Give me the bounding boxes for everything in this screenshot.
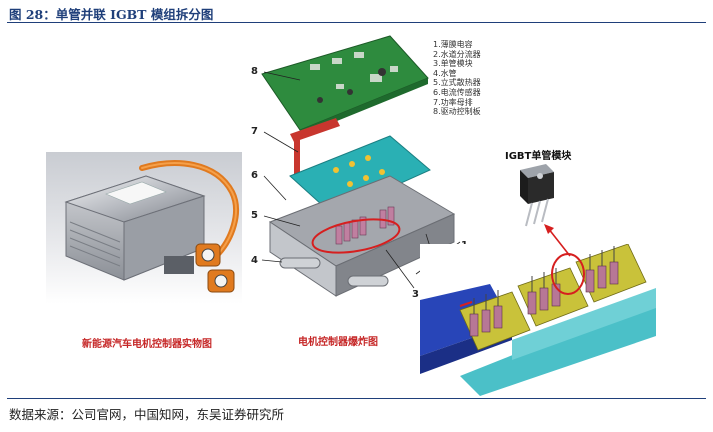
legend-item: 6.电流传感器 <box>433 87 481 97</box>
title-rule <box>7 22 706 23</box>
exploded-view <box>240 30 490 302</box>
component-legend: 1.薄膜电容 2.水道分流器 3.单管模块 4.水管 5.立式散热器 6.电流传… <box>433 40 481 117</box>
figure-title: 图 28：单管并联 IGBT 模组拆分图 <box>9 7 214 22</box>
legend-item: 8.驱动控制板 <box>433 107 481 117</box>
photo-caption: 新能源汽车电机控制器实物图 <box>82 339 212 350</box>
controller-photo <box>46 152 242 304</box>
legend-item: 3.单管模块 <box>433 59 473 69</box>
legend-item: 2.水道分流器 <box>433 49 481 59</box>
callout-7: 7 <box>251 126 258 137</box>
module-assembly <box>420 243 656 396</box>
legend-item: 5.立式散热器 <box>433 78 481 88</box>
legend-item: 1.薄膜电容 <box>433 40 473 49</box>
source-note: 数据来源：公司官网，中国知网，东吴证券研究所 <box>9 407 285 422</box>
callout-6: 6 <box>251 170 258 181</box>
igbt-discrete-icon <box>510 164 560 230</box>
igbt-module-title: IGBT单管模块 <box>505 151 572 162</box>
callout-4: 4 <box>251 255 258 266</box>
source-rule <box>7 398 706 399</box>
callout-3: 3 <box>412 289 419 300</box>
pointer-arrow-icon <box>544 224 571 257</box>
legend-item: 4.水管 <box>433 68 457 78</box>
callout-8: 8 <box>251 66 258 77</box>
exploded-caption: 电机控制器爆炸图 <box>298 337 378 348</box>
callout-5: 5 <box>251 210 258 221</box>
legend-item: 7.功率母排 <box>433 97 473 107</box>
